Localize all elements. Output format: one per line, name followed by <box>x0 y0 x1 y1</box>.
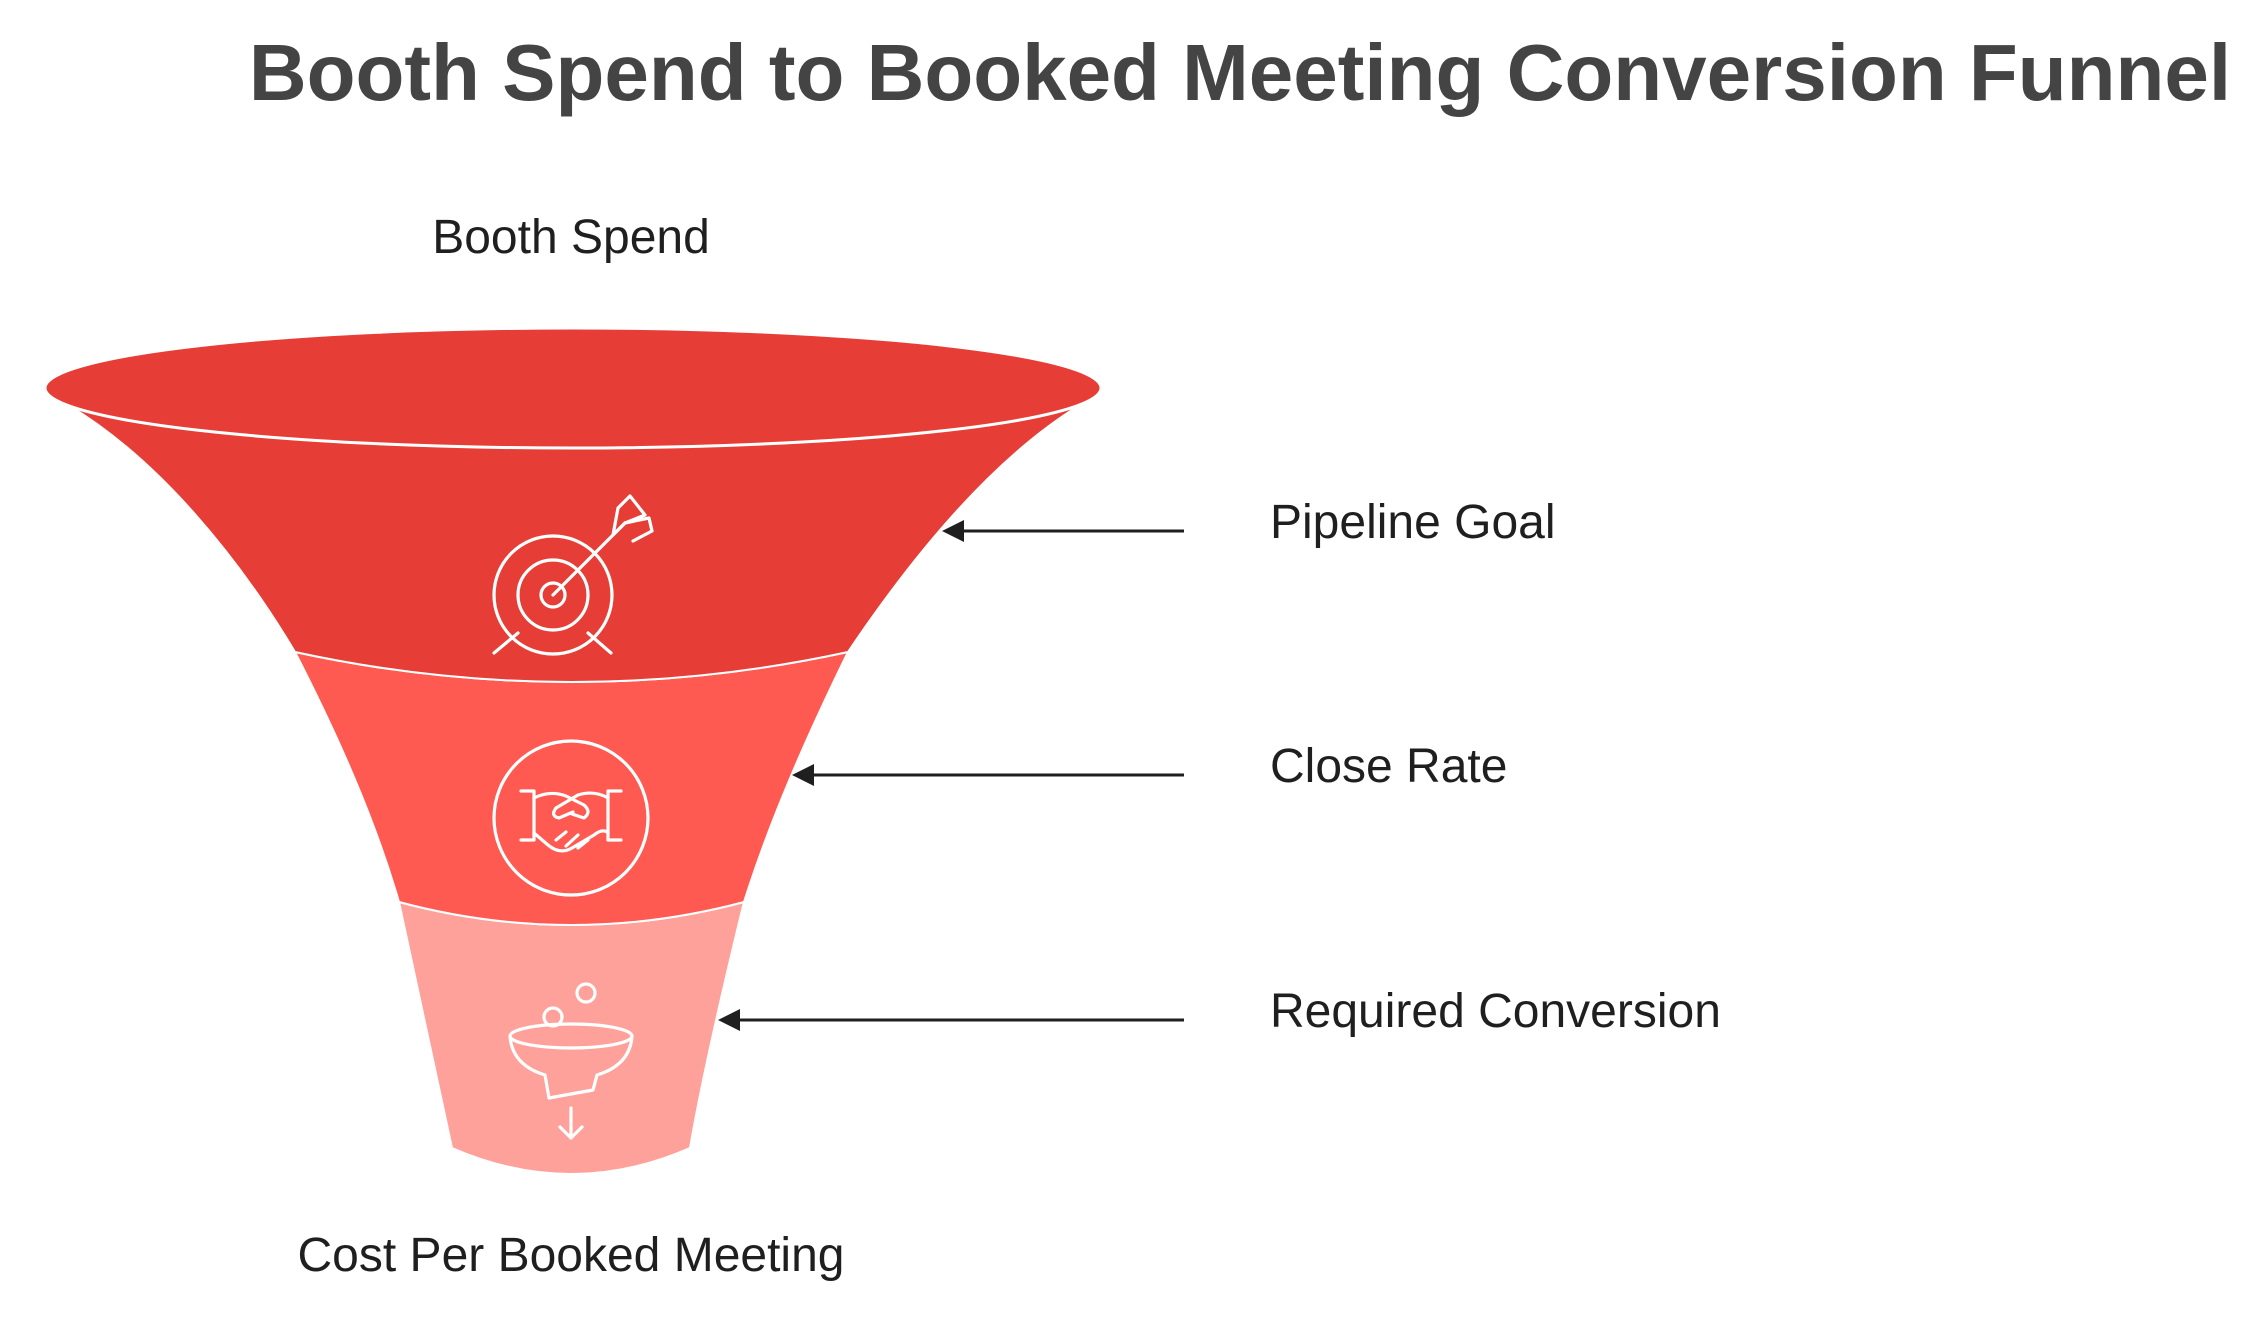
arrow-required-conversion <box>718 1009 1184 1031</box>
handshake-icon <box>492 739 650 897</box>
conversion-funnel-icon <box>508 982 634 1140</box>
funnel-top-label: Booth Spend <box>432 211 710 264</box>
arrow-pipeline-goal <box>942 520 1184 542</box>
arrow-close-rate <box>792 764 1184 786</box>
stage-label-required-conversion: Required Conversion <box>1270 985 1721 1038</box>
page-title: Booth Spend to Booked Meeting Conversion… <box>249 28 2231 117</box>
target-icon <box>492 494 654 656</box>
funnel-rim <box>43 326 1103 450</box>
funnel-bottom-label: Cost Per Booked Meeting <box>298 1229 845 1282</box>
stage-label-close-rate: Close Rate <box>1270 740 1507 793</box>
stage-label-pipeline-goal: Pipeline Goal <box>1270 496 1556 549</box>
funnel-stage-close-rate <box>293 650 850 926</box>
